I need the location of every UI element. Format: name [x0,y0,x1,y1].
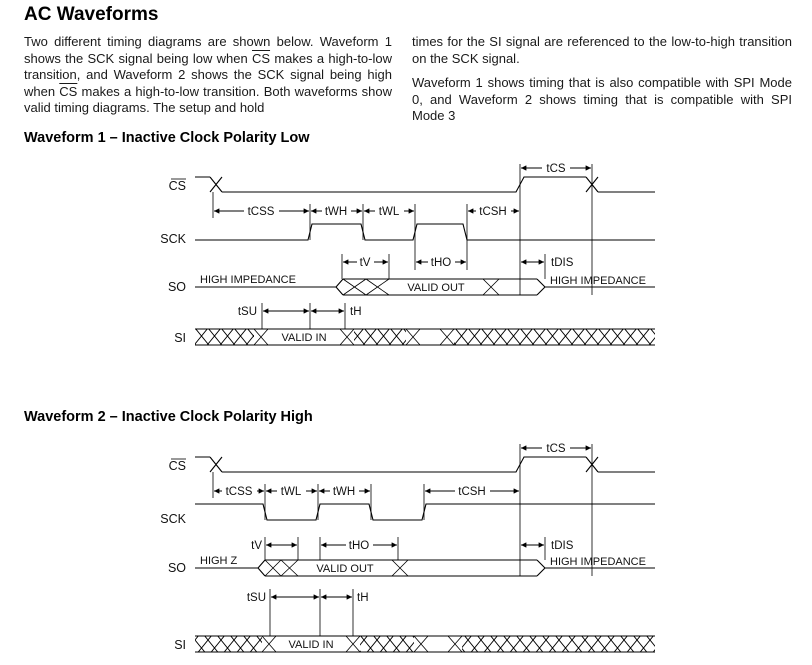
tv-label: tV [251,540,262,552]
cs-signal-trace [195,176,655,193]
waveform2-timing-diagram: CS SCK SO SI [160,442,655,653]
tcsh-label: tCSH [458,486,485,498]
cs-signal-label: CS [169,179,186,193]
tcs-label: tCS [546,443,566,455]
so-signal-trace [195,559,655,577]
so-signal-label: SO [168,561,186,575]
measurement-ticks [212,164,593,329]
intro-right-paragraph-2: Waveform 1 shows timing that is also com… [412,75,792,123]
tsu-label: tSU [247,592,266,604]
tdis-label: tDIS [551,540,574,552]
intro-right-column: times for the SI signal are referenced t… [412,34,792,133]
high-impedance-right-label: HIGH IMPEDANCE [550,556,646,568]
tcss-label: tCSS [248,206,275,218]
twh-label: tWH [333,486,355,498]
cs-overlined: CS [59,83,78,99]
cs-signal-label: CS [169,459,186,473]
cs-signal-trace [195,456,655,473]
twl-label: tWL [379,206,400,218]
tdis-label: tDIS [551,257,574,269]
waveform1-timing-diagram: CS SCK SO SI [160,162,655,346]
th-label: tH [350,306,362,318]
so-signal-trace [195,278,655,296]
tcsh-label: tCSH [479,206,506,218]
signal-name-labels: CS SCK SO SI [160,178,187,345]
valid-in-label: VALID IN [281,332,326,344]
sck-signal-label: SCK [160,232,186,246]
twh-label: tWH [325,206,347,218]
waveform2-heading: Waveform 2 – Inactive Clock Polarity Hig… [24,409,313,425]
sck-signal-label: SCK [160,512,186,526]
signal-name-labels: CS SCK SO SI [160,458,187,652]
dimension-arrows [214,445,591,600]
tcss-label: tCSS [226,486,253,498]
th-label: tH [357,592,369,604]
cs-overlined: CS [251,50,271,66]
tho-label: tHO [431,257,452,269]
bus-state-annotations: HIGH Z VALID OUT HIGH IMPEDANCE VALID IN [200,555,646,651]
intro-left-column: Two different timing diagrams are shown … [24,34,392,133]
timing-parameter-labels: tCS tCSS tWH tWL tCSH tV tHO tDIS tSU tH [238,162,574,318]
intro-left-paragraph: Two different timing diagrams are shown … [24,34,392,115]
intro-right-paragraph-1: times for the SI signal are referenced t… [412,34,792,66]
intro-columns: Two different timing diagrams are shown … [24,34,792,133]
page-title: AC Waveforms [24,4,159,25]
high-z-label: HIGH Z [200,555,238,567]
tcs-label: tCS [546,163,566,175]
si-signal-label: SI [174,331,186,345]
valid-out-label: VALID OUT [316,563,374,575]
tv-label: tV [360,257,371,269]
waveform1-heading: Waveform 1 – Inactive Clock Polarity Low [24,130,310,146]
tho-label: tHO [349,540,370,552]
so-signal-label: SO [168,280,186,294]
sck-signal-trace [195,503,655,521]
bus-state-annotations: HIGH IMPEDANCE VALID OUT HIGH IMPEDANCE … [200,274,646,344]
measurement-ticks [212,444,593,636]
si-signal-trace [195,328,655,346]
sck-signal-trace [195,223,655,241]
tsu-label: tSU [238,306,257,318]
valid-in-label: VALID IN [288,639,333,651]
valid-out-label: VALID OUT [407,282,465,294]
high-impedance-right-label: HIGH IMPEDANCE [550,275,646,287]
si-signal-label: SI [174,638,186,652]
timing-parameter-labels: tCS tCSS tWL tWH tCSH tV tHO tDIS tSU tH [222,442,574,604]
high-impedance-left-label: HIGH IMPEDANCE [200,274,296,286]
twl-label: tWL [281,486,302,498]
si-signal-trace [195,635,655,653]
